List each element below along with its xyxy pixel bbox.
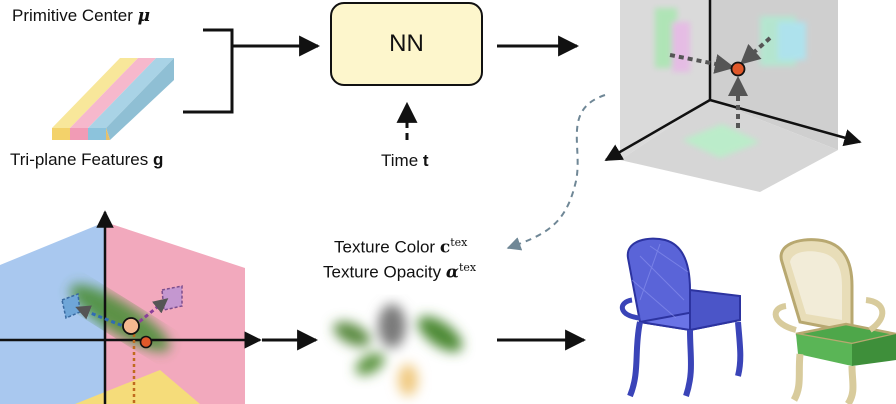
textured-chair: [772, 238, 896, 404]
time-text: Time: [381, 151, 419, 170]
time-label: Time t: [381, 151, 429, 171]
sample-point: [139, 335, 153, 349]
texture-opacity-superscript: tex: [458, 261, 477, 274]
triplane-features-symbol: g: [153, 150, 164, 169]
time-symbol: t: [422, 151, 429, 170]
texture-color-label: Texture Color ctex: [334, 233, 467, 258]
triplane-features-label: Tri-plane Features g: [10, 150, 163, 170]
triplane-features-text: Tri-plane Features: [10, 150, 149, 169]
texture-color-superscript: tex: [450, 236, 468, 249]
primitive-center-point: [122, 317, 140, 335]
triplane-features-prism: [52, 58, 174, 140]
textured-gaussians: [333, 304, 463, 396]
texture-opacity-symbol: α: [445, 262, 459, 283]
query-point: [730, 61, 746, 77]
triplane-cube: [604, 0, 862, 192]
nn-block: NN: [330, 2, 483, 86]
mesh-chair: [620, 237, 744, 398]
primitive-center-text: Primitive Center: [12, 6, 133, 25]
primitive-center-label: Primitive Center μ: [12, 6, 150, 26]
input-merge-connector: [183, 28, 321, 114]
texture-sample-connector: [506, 94, 606, 251]
texture-color-symbol: c: [439, 237, 451, 258]
projection-planes: [0, 210, 262, 404]
texture-opacity-label: Texture Opacity αtex: [323, 258, 476, 283]
texture-opacity-text: Texture Opacity: [323, 262, 442, 282]
texture-color-text: Texture Color: [334, 237, 436, 257]
primitive-center-symbol: μ: [137, 6, 151, 26]
nn-label: NN: [389, 30, 424, 57]
